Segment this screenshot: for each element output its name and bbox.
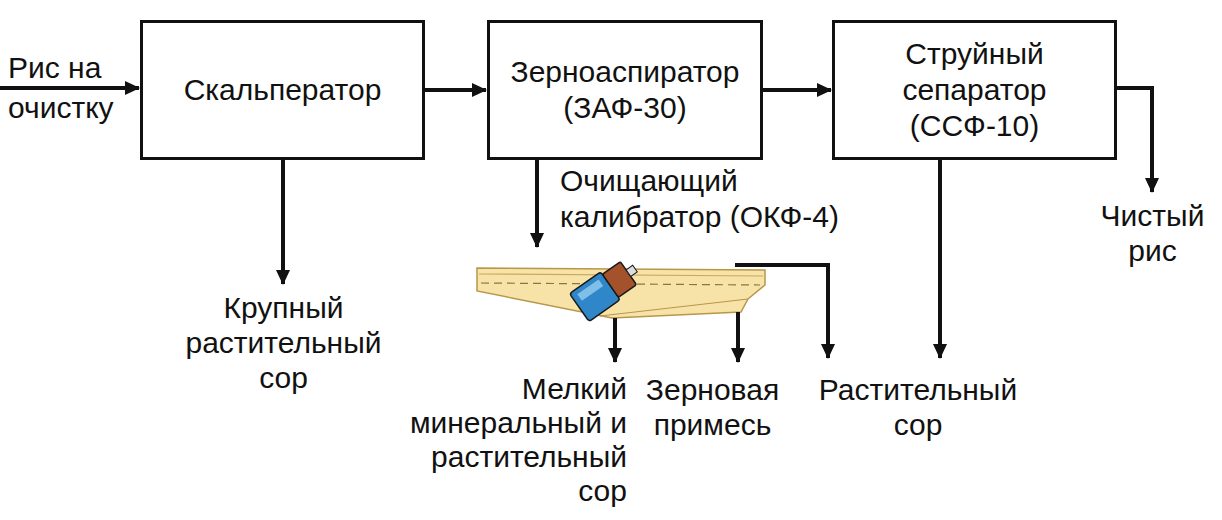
vibration-motor	[570, 255, 645, 322]
output-label: Зерновая примесь	[645, 372, 780, 442]
output-label: Растительный сор	[818, 372, 1018, 442]
flow-arrow	[425, 88, 486, 92]
waste-arrow	[736, 312, 740, 362]
flow-arrow	[535, 160, 539, 247]
box-label: Струйный сепаратор (ССФ-10)	[902, 36, 1048, 144]
waste-arrow	[938, 160, 942, 358]
process-box: Струйный сепаратор (ССФ-10)	[832, 20, 1117, 160]
waste-arrow	[613, 318, 617, 362]
process-box: Скальператор	[140, 20, 425, 160]
output-label: Чистый рис	[1100, 198, 1205, 268]
input-arrow	[0, 86, 139, 90]
waste-arrow	[735, 265, 828, 358]
output-arrow	[1117, 88, 1152, 192]
box-label: Зерноаспиратор (ЗАФ-30)	[510, 54, 740, 126]
calibrator-bottom	[600, 299, 748, 316]
calibrator-node: Очищающий калибратор (ОКФ-4)	[475, 248, 765, 328]
output-label: Рис на очистку	[8, 48, 115, 128]
process-box: Зерноаспиратор (ЗАФ-30)	[487, 20, 763, 160]
output-label: Мелкий минеральный и растительный сор	[408, 372, 627, 508]
box-label: Скальператор	[183, 72, 382, 108]
node-heading: Очищающий калибратор (ОКФ-4)	[560, 163, 841, 235]
output-label: Крупный растительный сор	[185, 290, 382, 395]
flow-arrow	[763, 88, 831, 92]
waste-arrow	[281, 160, 285, 284]
